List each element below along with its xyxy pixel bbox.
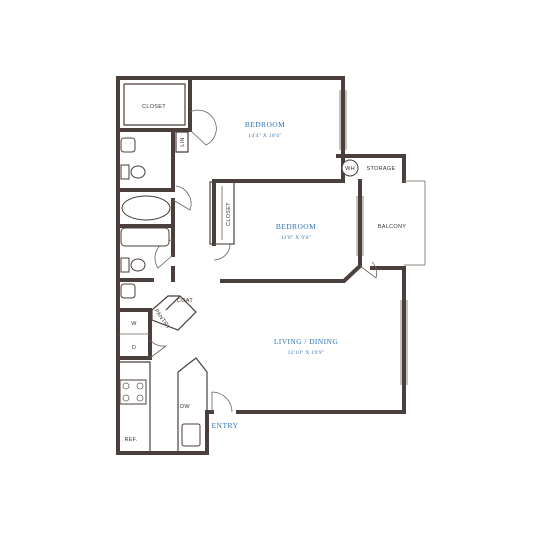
dishwasher-label: DW <box>180 404 190 410</box>
closet-mid-label: CLOSET <box>226 202 232 226</box>
bedroom2-dims: 11'8" X 9'6" <box>281 235 311 241</box>
room-labels: BEDROOM 14'4" X 10'4" BEDROOM 11'8" X 9'… <box>245 120 338 356</box>
exterior-walls <box>116 76 406 455</box>
windows <box>339 90 426 385</box>
bedroom2-title: BEDROOM <box>276 222 316 231</box>
living-title: LIVING / DINING <box>274 337 339 346</box>
storage-label: STORAGE <box>367 166 396 172</box>
bedroom1-dims: 14'4" X 10'4" <box>248 133 282 139</box>
dryer-label: D <box>132 345 136 351</box>
bedroom1-title: BEDROOM <box>245 120 285 129</box>
linen-label: LIN <box>180 137 186 146</box>
entry-label: ENTRY <box>211 421 238 430</box>
balcony-label: BALCONY <box>378 224 406 230</box>
interior-walls <box>116 76 235 453</box>
pantry-label: PANTRY <box>153 308 171 331</box>
fixtures <box>119 137 359 447</box>
coat-label: COAT <box>177 298 193 304</box>
ref-label: REF. <box>124 437 137 443</box>
wh-label: WH <box>345 166 355 172</box>
closet-top-label: CLOSET <box>142 104 166 110</box>
washer-label: W <box>131 321 137 327</box>
living-dims: 12'10" X 19'9" <box>288 350 325 356</box>
